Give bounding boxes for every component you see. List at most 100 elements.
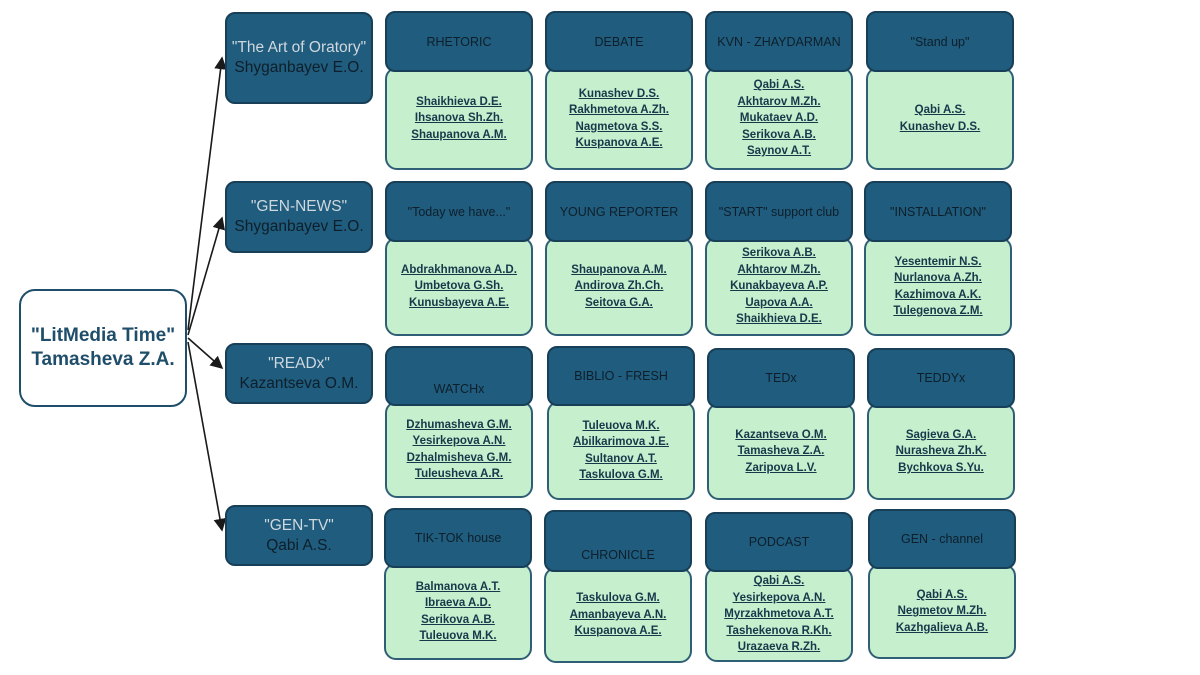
member-name: Sagieva G.A. — [905, 428, 977, 441]
club-header: DEBATE — [545, 11, 693, 72]
member-name: Bychkova S.Yu. — [898, 461, 984, 474]
member-name: Ibraeva A.D. — [424, 597, 492, 609]
member-name: Yesirkepova A.N. — [412, 435, 506, 447]
branch-leader: Kazantseva O.M. — [239, 374, 359, 392]
branch-title: "GEN-NEWS" — [250, 198, 348, 215]
member-name: Kunakbayeva A.P. — [730, 280, 828, 293]
branch-gen-tv: "GEN-TV" Qabi A.S. — [225, 505, 373, 566]
branch-leader: Shyganbayev E.O. — [234, 59, 364, 76]
club-card: "INSTALLATION" Yesentemir N.S. Nurlanova… — [864, 181, 1012, 336]
root-node: "LitMedia Time" Tamasheva Z.A. — [19, 289, 187, 407]
member-name: Serikova A.B. — [421, 613, 495, 626]
club-header: "Today we have..." — [385, 181, 533, 242]
club-header: CHRONICLE — [544, 510, 692, 572]
member-name: Sultanov A.T. — [585, 452, 657, 465]
member-name: Kunashev D.S. — [578, 87, 660, 100]
club-card: YOUNG REPORTER Shaupanova A.M. Andirova … — [545, 181, 693, 336]
member-name: Kazhgalieva A.B. — [895, 621, 989, 634]
member-name: Qabi A.S. — [916, 588, 968, 601]
arrow-to-gen-news — [187, 216, 226, 336]
club-members: Kunashev D.S. Rakhmetova A.Zh. Nagmetova… — [545, 67, 693, 170]
member-name: Uapova A.A. — [745, 296, 813, 309]
club-name: "Today we have..." — [407, 204, 511, 219]
club-card: TEDDYx Sagieva G.A. Nurasheva Zh.K. Bych… — [867, 348, 1015, 500]
root-title: "LitMedia Time" — [30, 325, 176, 346]
member-name: Andirova Zh.Ch. — [574, 280, 664, 293]
member-name: Tuleuova M.K. — [419, 630, 497, 642]
arrow-to-readx — [187, 337, 224, 370]
member-name: Umbetova G.Sh. — [414, 280, 504, 293]
arrow-to-oratory — [187, 56, 227, 331]
club-name: DEBATE — [594, 34, 644, 49]
club-name: WATCHx — [433, 382, 485, 396]
member-name: Qabi A.S. — [753, 79, 805, 92]
club-members: Balmanova A.T. Ibraeva A.D. Serikova A.B… — [384, 563, 532, 660]
branch-title: "READx" — [268, 354, 330, 372]
club-members: Shaikhieva D.E. Ihsanova Sh.Zh. Shaupano… — [385, 67, 533, 170]
member-name: Shaikhieva D.E. — [736, 313, 822, 326]
club-card: "Today we have..." Abdrakhmanova A.D. Um… — [385, 181, 533, 336]
club-members: Yesentemir N.S. Nurlanova A.Zh. Kazhimov… — [864, 237, 1012, 336]
club-name: BIBLIO - FRESH — [574, 369, 668, 383]
club-name: YOUNG REPORTER — [559, 204, 679, 219]
branch-oratory: "The Art of Oratory" Shyganbayev E.O. — [225, 12, 373, 104]
member-name: Kuspanova A.E. — [574, 625, 662, 638]
member-name: Dzhalmisheva G.M. — [406, 451, 512, 464]
member-name: Qabi A.S. — [914, 104, 966, 116]
club-members: Dzhumasheva G.M. Yesirkepova A.N. Dzhalm… — [385, 401, 533, 498]
club-members: Kazantseva O.M. Tamasheva Z.A. Zaripova … — [707, 403, 855, 500]
member-name: Serikova A.B. — [742, 128, 816, 141]
club-header: "INSTALLATION" — [864, 181, 1012, 242]
club-members: Shaupanova A.M. Andirova Zh.Ch. Seitova … — [545, 237, 693, 336]
member-name: Serikova A.B. — [742, 247, 816, 260]
club-header: WATCHx — [385, 346, 533, 406]
club-header: "START" support club — [705, 181, 853, 242]
club-name: GEN - channel — [901, 532, 983, 546]
club-members: Abdrakhmanova A.D. Umbetova G.Sh. Kunusb… — [385, 237, 533, 336]
club-header: BIBLIO - FRESH — [547, 346, 695, 406]
member-name: Nurasheva Zh.K. — [895, 445, 987, 458]
branch-title: "GEN-TV" — [264, 516, 334, 534]
member-name: Zaripova L.V. — [745, 461, 817, 474]
member-name: Nagmetova S.S. — [575, 120, 663, 133]
club-name: "Stand up" — [910, 34, 970, 49]
member-name: Kunashev D.S. — [899, 120, 981, 133]
club-name: PODCAST — [748, 535, 810, 549]
club-members: Qabi A.S. Akhtarov M.Zh. Mukataev A.D. S… — [705, 67, 853, 170]
club-name: TEDDYx — [916, 371, 966, 385]
club-card: DEBATE Kunashev D.S. Rakhmetova A.Zh. Na… — [545, 11, 693, 170]
member-name: Dzhumasheva G.M. — [406, 418, 512, 431]
club-card: TEDx Kazantseva O.M. Tamasheva Z.A. Zari… — [707, 348, 855, 500]
club-header: "Stand up" — [866, 11, 1014, 72]
member-name: Qabi A.S. — [753, 575, 805, 588]
member-name: Nurlanova A.Zh. — [894, 272, 982, 284]
club-card: WATCHx Dzhumasheva G.M. Yesirkepova A.N.… — [385, 346, 533, 498]
club-card: RHETORIC Shaikhieva D.E. Ihsanova Sh.Zh.… — [385, 11, 533, 170]
member-name: Seitova G.A. — [585, 296, 653, 309]
club-card: BIBLIO - FRESH Tuleuova M.K. Abilkarimov… — [547, 346, 695, 500]
club-name: TIK-TOK house — [414, 531, 502, 545]
member-name: Ihsanova Sh.Zh. — [414, 112, 504, 125]
member-name: Kazhimova A.K. — [894, 288, 982, 301]
club-header: TEDDYx — [867, 348, 1015, 408]
club-name: RHETORIC — [426, 34, 492, 49]
club-name: CHRONICLE — [581, 548, 655, 562]
club-card: "Stand up" Qabi A.S. Kunashev D.S. — [866, 11, 1014, 170]
club-header: RHETORIC — [385, 11, 533, 72]
club-card: KVN - ZHAYDARMAN Qabi A.S. Akhtarov M.Zh… — [705, 11, 853, 170]
member-name: Kuspanova A.E. — [575, 137, 663, 149]
member-name: Abdrakhmanova A.D. — [401, 263, 517, 276]
member-name: Taskulova G.M. — [576, 592, 660, 605]
club-members: Qabi A.S. Negmetov M.Zh. Kazhgalieva A.B… — [868, 564, 1016, 659]
club-members: Sagieva G.A. Nurasheva Zh.K. Bychkova S.… — [867, 403, 1015, 500]
member-name: Yesirkepova A.N. — [732, 591, 826, 604]
club-members: Qabi A.S. Yesirkepova A.N. Myrzakhmetova… — [705, 567, 853, 662]
club-card: PODCAST Qabi A.S. Yesirkepova A.N. Myrza… — [705, 512, 853, 662]
club-header: TEDx — [707, 348, 855, 408]
club-header: KVN - ZHAYDARMAN — [705, 11, 853, 72]
member-name: Kunusbayeva A.E. — [409, 296, 509, 309]
branch-title: "The Art of Oratory" — [231, 39, 367, 56]
club-card: CHRONICLE Taskulova G.M. Amanbayeva A.N.… — [544, 510, 692, 663]
member-name: Akhtarov M.Zh. — [737, 95, 821, 108]
